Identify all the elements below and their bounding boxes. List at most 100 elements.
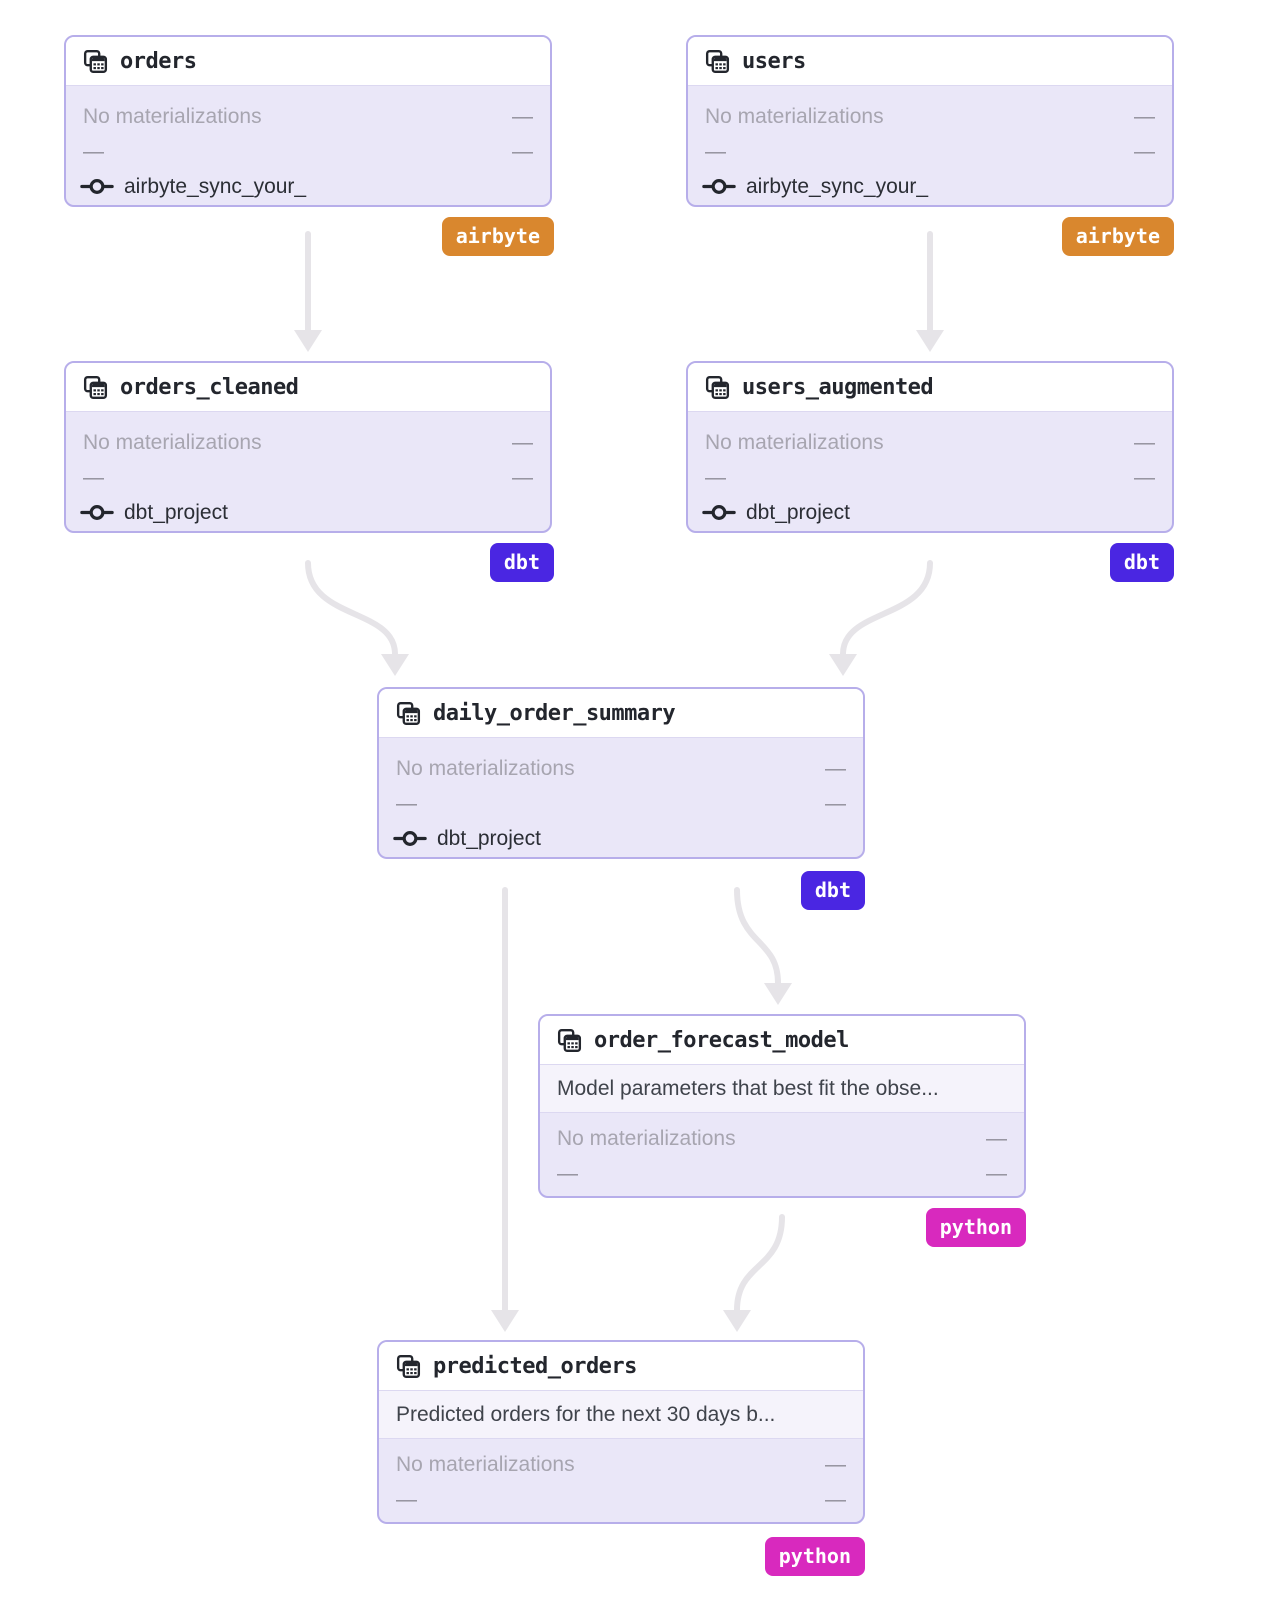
asset-title: order_forecast_model <box>594 1027 849 1053</box>
dash-row: — — <box>379 1482 863 1517</box>
edge-users-augmented-to-daily-order-summary <box>840 560 933 657</box>
asset-node-header: daily_order_summary <box>379 689 863 738</box>
sensor-icon <box>80 502 114 523</box>
kind-badge-dbt[interactable]: dbt <box>489 543 554 582</box>
kind-badge-python[interactable]: python <box>764 1537 865 1576</box>
arrowhead <box>294 330 322 352</box>
asset-title: orders_cleaned <box>120 374 299 400</box>
asset-title: users_augmented <box>742 374 934 400</box>
asset-node-body: No materializations — — — dbt_project <box>688 412 1172 531</box>
dash-placeholder: — <box>512 104 533 128</box>
asset-node-orders-cleaned[interactable]: orders_cleaned No materializations — — — <box>64 361 552 533</box>
asset-node-order-forecast-model[interactable]: order_forecast_model Model parameters th… <box>538 1014 1026 1198</box>
automation-label: dbt_project <box>437 826 541 850</box>
asset-title: orders <box>120 48 197 74</box>
dash-placeholder: — <box>396 1487 417 1511</box>
dash-placeholder: — <box>705 465 726 489</box>
asset-node-header: orders_cleaned <box>66 363 550 412</box>
dash-placeholder: — <box>825 1487 846 1511</box>
asset-description: Model parameters that best fit the obse.… <box>540 1065 1024 1113</box>
asset-node-body: No materializations — — — dbt_project <box>66 412 550 531</box>
edge-order-forecast-model-to-predicted-orders <box>734 1214 785 1313</box>
asset-node-body: No materializations — — — <box>540 1113 1024 1196</box>
dash-placeholder: — <box>705 139 726 163</box>
asset-node-orders[interactable]: orders No materializations — — — air <box>64 35 552 207</box>
asset-node-users-augmented[interactable]: users_augmented No materializations — — … <box>686 361 1174 533</box>
dash-row: — — <box>379 786 863 821</box>
table-view-icon <box>704 48 731 75</box>
kind-badge-airbyte[interactable]: airbyte <box>441 217 554 256</box>
dash-placeholder: — <box>825 791 846 815</box>
asset-node-predicted-orders[interactable]: predicted_orders Predicted orders for th… <box>377 1340 865 1524</box>
sensor-icon <box>393 828 427 849</box>
arrowhead <box>764 983 792 1005</box>
dash-placeholder: — <box>825 1452 846 1476</box>
table-view-icon <box>82 48 109 75</box>
edge-daily-order-summary-to-order-forecast-model <box>734 887 781 986</box>
asset-title: daily_order_summary <box>433 700 676 726</box>
asset-node-header: order_forecast_model <box>540 1016 1024 1065</box>
dash-row: — — <box>66 134 550 169</box>
asset-node-body: No materializations — — — dbt_project <box>379 738 863 857</box>
materializations-row: No materializations — <box>83 430 533 454</box>
table-view-icon <box>82 374 109 401</box>
arrowhead <box>723 1310 751 1332</box>
asset-node-header: orders <box>66 37 550 86</box>
asset-node-daily-order-summary[interactable]: daily_order_summary No materializations … <box>377 687 865 859</box>
asset-node-header: predicted_orders <box>379 1342 863 1391</box>
dash-row: — — <box>540 1156 1024 1191</box>
dash-row: — — <box>66 460 550 495</box>
dash-placeholder: — <box>557 1161 578 1185</box>
dash-placeholder: — <box>986 1126 1007 1150</box>
sensor-icon <box>702 176 736 197</box>
kind-badge-python[interactable]: python <box>925 1208 1026 1247</box>
asset-node-body: No materializations — — — airbyte_sync_y… <box>66 86 550 205</box>
arrowhead <box>491 1310 519 1332</box>
dash-row: — — <box>688 460 1172 495</box>
asset-title: predicted_orders <box>433 1353 637 1379</box>
asset-node-body: No materializations — — — <box>379 1439 863 1522</box>
automation-sensor-link[interactable]: dbt_project <box>379 821 863 856</box>
table-view-icon <box>395 700 422 727</box>
kind-badge-dbt[interactable]: dbt <box>1109 543 1174 582</box>
materializations-row: No materializations — <box>705 104 1155 128</box>
dash-placeholder: — <box>1134 430 1155 454</box>
automation-sensor-link[interactable]: airbyte_sync_your_ <box>66 169 550 204</box>
asset-title: users <box>742 48 806 74</box>
asset-node-header: users_augmented <box>688 363 1172 412</box>
dash-placeholder: — <box>512 139 533 163</box>
dash-placeholder: — <box>1134 139 1155 163</box>
automation-label: airbyte_sync_your_ <box>124 174 307 198</box>
dash-placeholder: — <box>986 1161 1007 1185</box>
table-view-icon <box>395 1353 422 1380</box>
arrowhead <box>381 654 409 676</box>
automation-sensor-link[interactable]: dbt_project <box>66 495 550 530</box>
kind-badge-dbt[interactable]: dbt <box>800 871 865 910</box>
dash-placeholder: — <box>512 465 533 489</box>
edge-orders-cleaned-to-daily-order-summary <box>305 560 398 657</box>
materializations-row: No materializations — <box>83 104 533 128</box>
automation-sensor-link[interactable]: dbt_project <box>688 495 1172 530</box>
sensor-icon <box>80 176 114 197</box>
dash-row: — — <box>688 134 1172 169</box>
sensor-icon <box>702 502 736 523</box>
arrowhead <box>829 654 857 676</box>
dash-placeholder: — <box>1134 104 1155 128</box>
dash-placeholder: — <box>825 756 846 780</box>
table-view-icon <box>704 374 731 401</box>
dash-placeholder: — <box>83 465 104 489</box>
automation-sensor-link[interactable]: airbyte_sync_your_ <box>688 169 1172 204</box>
table-view-icon <box>556 1027 583 1054</box>
arrowhead <box>916 330 944 352</box>
materializations-row: No materializations — <box>396 756 846 780</box>
asset-node-body: No materializations — — — airbyte_sync_y… <box>688 86 1172 205</box>
automation-label: dbt_project <box>746 500 850 524</box>
asset-node-users[interactable]: users No materializations — — — airb <box>686 35 1174 207</box>
kind-badge-airbyte[interactable]: airbyte <box>1061 217 1174 256</box>
materializations-row: No materializations — <box>396 1452 846 1476</box>
asset-node-header: users <box>688 37 1172 86</box>
dash-placeholder: — <box>1134 465 1155 489</box>
dash-placeholder: — <box>83 139 104 163</box>
